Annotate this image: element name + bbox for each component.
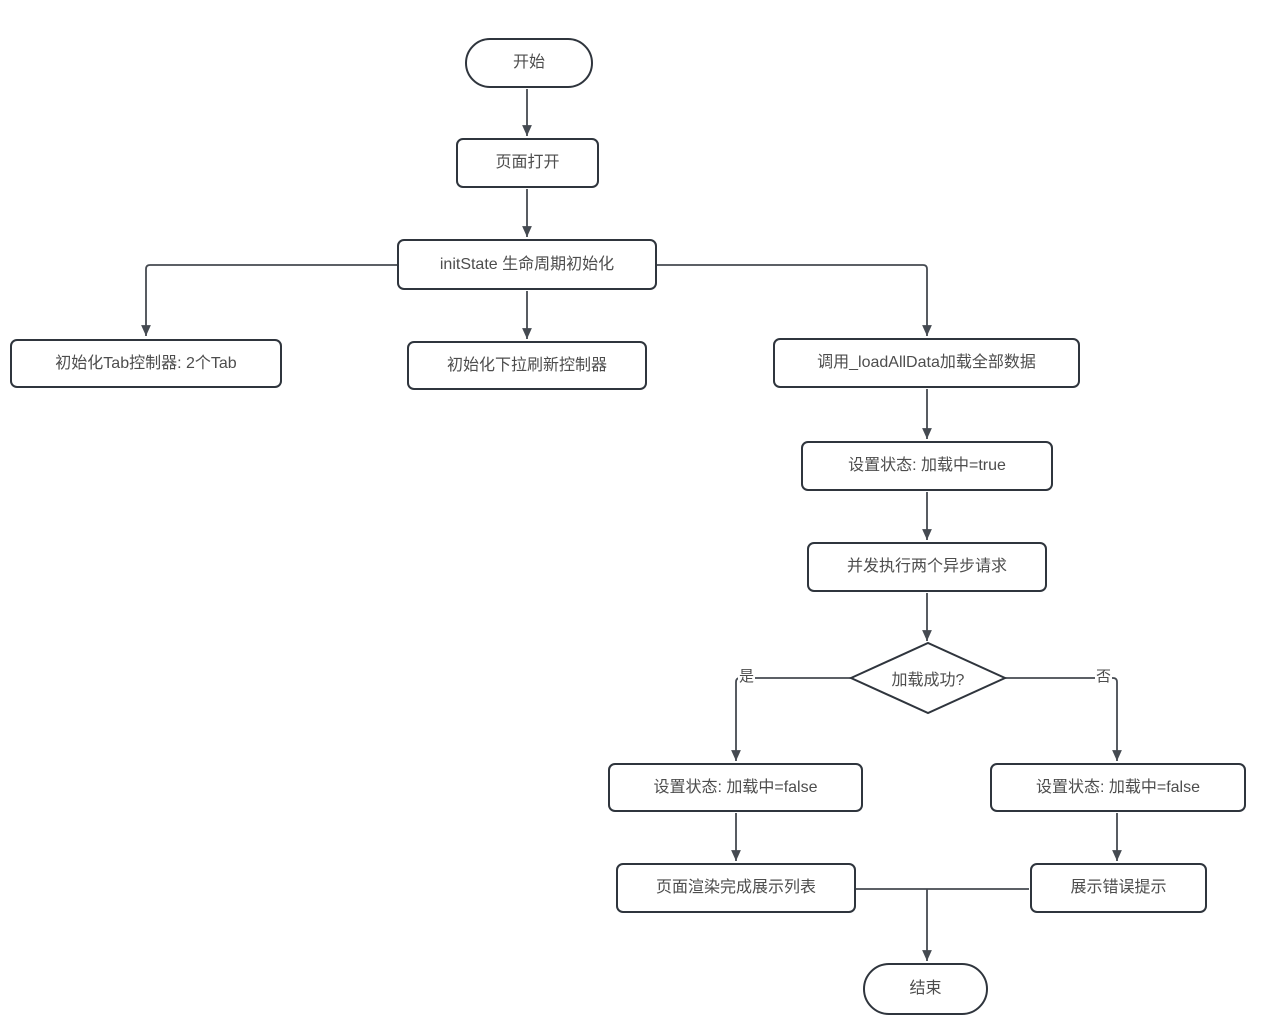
node-init-refresh-controller-label: 初始化下拉刷新控制器 [446, 356, 607, 374]
edge-label-no: 否 [1095, 668, 1113, 687]
node-start: 开始 [465, 38, 593, 88]
node-load-all-data-label: 调用_loadAllData加载全部数据 [817, 354, 1036, 372]
node-init-state-label: initState 生命周期初始化 [439, 255, 615, 273]
node-init-refresh-controller: 初始化下拉刷新控制器 [407, 341, 647, 390]
node-end-label: 结束 [909, 980, 942, 998]
edge-init-state-init-tab [141, 264, 397, 336]
node-init-state: initState 生命周期初始化 [397, 239, 657, 290]
decision-load-success-shape [848, 641, 1008, 715]
node-init-tab-controller-label: 初始化Tab控制器: 2个Tab [55, 354, 237, 372]
node-start-label: 开始 [512, 54, 545, 72]
node-set-loading-false-yes-label: 设置状态: 加载中=false [653, 778, 818, 796]
node-page-open-label: 页面打开 [495, 154, 560, 172]
node-set-loading-false-no: 设置状态: 加载中=false [990, 763, 1246, 812]
node-set-loading-false-yes: 设置状态: 加载中=false [608, 763, 863, 812]
node-set-loading-true: 设置状态: 加载中=true [801, 441, 1053, 491]
node-init-tab-controller: 初始化Tab控制器: 2个Tab [10, 339, 282, 388]
node-load-all-data: 调用_loadAllData加载全部数据 [773, 338, 1080, 388]
node-page-open: 页面打开 [456, 138, 599, 188]
node-render-list: 页面渲染完成展示列表 [616, 863, 856, 913]
edge-decision-yes [731, 677, 851, 761]
decision-load-success: 加载成功? [853, 664, 1003, 692]
node-show-error: 展示错误提示 [1030, 863, 1207, 913]
node-show-error-label: 展示错误提示 [1070, 879, 1167, 897]
node-end: 结束 [863, 963, 988, 1015]
node-concurrent-requests-label: 并发执行两个异步请求 [846, 558, 1007, 576]
node-render-list-label: 页面渲染完成展示列表 [655, 879, 816, 897]
edge-label-yes: 是 [738, 668, 756, 687]
node-concurrent-requests: 并发执行两个异步请求 [807, 542, 1047, 592]
node-set-loading-false-no-label: 设置状态: 加载中=false [1035, 778, 1201, 796]
edge-init-state-load-all-data [657, 264, 932, 336]
edge-decision-no [1005, 677, 1122, 761]
node-set-loading-true-label: 设置状态: 加载中=true [848, 457, 1006, 475]
decision-load-success-label: 加载成功? [891, 672, 965, 689]
